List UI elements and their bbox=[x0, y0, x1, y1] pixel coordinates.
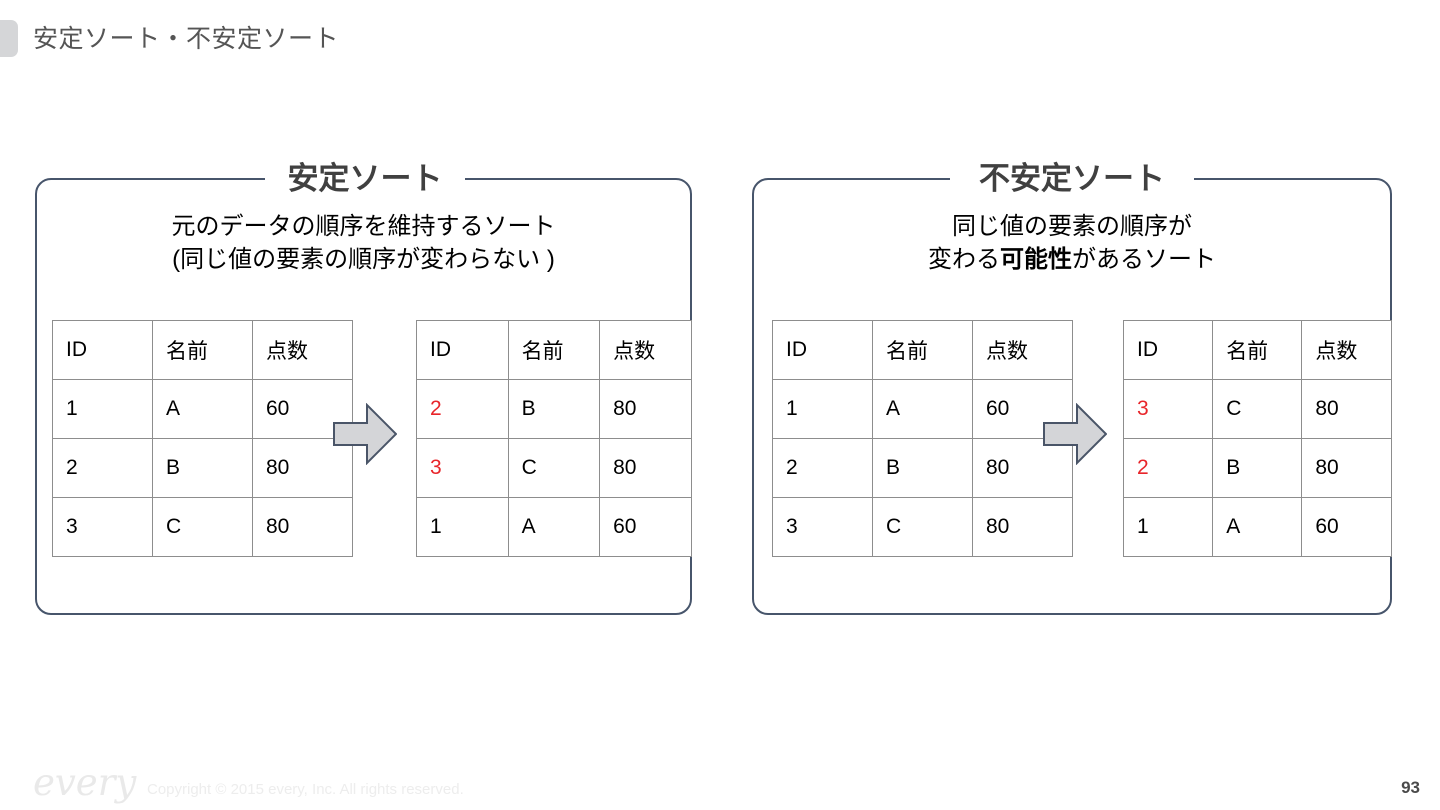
column-header-score: 点数 bbox=[599, 320, 692, 380]
cell-score: 80 bbox=[1301, 379, 1392, 439]
table-row: 2 B 80 bbox=[1122, 438, 1392, 498]
cell-name: C bbox=[152, 497, 253, 557]
slide-header: 安定ソート・不安定ソート bbox=[0, 0, 1440, 78]
panel-unstable-sort-description: 同じ値の要素の順序が 変わる可能性があるソート bbox=[752, 210, 1392, 276]
table-row: 2 B 80 bbox=[52, 438, 353, 498]
panel-stable-desc-line-2: (同じ値の要素の順序が変わらない ) bbox=[172, 246, 555, 273]
table-row: 1 A 60 bbox=[52, 379, 353, 439]
cell-id: 1 bbox=[52, 379, 153, 439]
cell-id: 2 bbox=[772, 438, 873, 498]
unstable-before-table: ID 名前 点数 1 A 60 2 B 80 3 C 80 bbox=[772, 320, 1073, 557]
cell-id: 1 bbox=[1122, 497, 1214, 557]
panel-stable-desc-line-1: 元のデータの順序を維持するソート bbox=[171, 213, 556, 240]
table-header-row: ID 名前 点数 bbox=[416, 320, 692, 380]
cell-id: 3 bbox=[1122, 379, 1214, 439]
cell-name: B bbox=[152, 438, 253, 498]
page-number: 93 bbox=[1401, 778, 1420, 797]
cell-name: B bbox=[872, 438, 973, 498]
column-header-name: 名前 bbox=[152, 320, 253, 380]
cell-score: 80 bbox=[252, 438, 353, 498]
panel-stable-sort: 安定ソート 元のデータの順序を維持するソート (同じ値の要素の順序が変わらない … bbox=[35, 160, 692, 615]
cell-id: 2 bbox=[52, 438, 153, 498]
panel-unstable-title-gap bbox=[950, 170, 1194, 188]
cell-name: A bbox=[507, 497, 601, 557]
column-header-name: 名前 bbox=[507, 320, 601, 380]
panel-stable-sort-title: 安定ソート bbox=[287, 161, 443, 196]
table-row: 2 B 80 bbox=[772, 438, 1073, 498]
column-header-id: ID bbox=[1122, 320, 1214, 380]
page-title: 安定ソート・不安定ソート bbox=[33, 25, 340, 53]
table-row: 3 C 80 bbox=[772, 497, 1073, 557]
cell-name: A bbox=[152, 379, 253, 439]
cell-name: A bbox=[872, 379, 973, 439]
right-arrow-icon bbox=[333, 402, 398, 466]
cell-score: 80 bbox=[972, 497, 1073, 557]
cell-score: 60 bbox=[1301, 497, 1392, 557]
panel-unstable-desc-line-1: 同じ値の要素の順序が bbox=[952, 213, 1192, 240]
cell-id: 1 bbox=[772, 379, 873, 439]
table-row: 2 B 80 bbox=[416, 379, 692, 439]
column-header-id: ID bbox=[772, 320, 873, 380]
cell-name: C bbox=[1212, 379, 1303, 439]
every-logo: every bbox=[33, 761, 137, 804]
unstable-after-table: ID 名前 点数 3 C 80 2 B 80 1 A 60 bbox=[1122, 320, 1392, 557]
table-row: 1 A 60 bbox=[1122, 497, 1392, 557]
copyright-text: Copyright © 2015 every, Inc. All rights … bbox=[147, 781, 464, 798]
stable-before-table: ID 名前 点数 1 A 60 2 B 80 3 C 80 bbox=[52, 320, 353, 557]
table-header-row: ID 名前 点数 bbox=[52, 320, 353, 380]
column-header-score: 点数 bbox=[972, 320, 1073, 380]
cell-id: 3 bbox=[416, 438, 509, 498]
desc-fragment-c: があるソート bbox=[1072, 246, 1216, 273]
table-row: 1 A 60 bbox=[416, 497, 692, 557]
desc-fragment-emphasis: 可能性 bbox=[1000, 246, 1072, 273]
column-header-score: 点数 bbox=[1301, 320, 1392, 380]
column-header-id: ID bbox=[52, 320, 153, 380]
panel-stable-title-gap bbox=[265, 170, 465, 188]
table-header-row: ID 名前 点数 bbox=[772, 320, 1073, 380]
cell-id: 1 bbox=[416, 497, 509, 557]
table-row: 3 C 80 bbox=[1122, 379, 1392, 439]
cell-id: 2 bbox=[416, 379, 509, 439]
cell-id: 3 bbox=[52, 497, 153, 557]
cell-score: 80 bbox=[1301, 438, 1392, 498]
desc-fragment-a: 変わる bbox=[928, 246, 1000, 273]
column-header-name: 名前 bbox=[872, 320, 973, 380]
cell-score: 60 bbox=[599, 497, 692, 557]
column-header-id: ID bbox=[416, 320, 509, 380]
column-header-name: 名前 bbox=[1212, 320, 1303, 380]
cell-name: B bbox=[1212, 438, 1303, 498]
table-row: 3 C 80 bbox=[52, 497, 353, 557]
cell-name: A bbox=[1212, 497, 1303, 557]
cell-name: C bbox=[507, 438, 601, 498]
cell-score: 80 bbox=[599, 379, 692, 439]
panel-stable-sort-description: 元のデータの順序を維持するソート (同じ値の要素の順序が変わらない ) bbox=[35, 210, 692, 276]
cell-score: 80 bbox=[599, 438, 692, 498]
panel-unstable-desc-line-2: 変わる可能性があるソート bbox=[752, 243, 1392, 276]
column-header-score: 点数 bbox=[252, 320, 353, 380]
cell-score: 80 bbox=[252, 497, 353, 557]
panel-unstable-sort: 不安定ソート 同じ値の要素の順序が 変わる可能性があるソート ID 名前 点数 … bbox=[752, 160, 1392, 615]
table-header-row: ID 名前 点数 bbox=[1122, 320, 1392, 380]
header-accent-bar bbox=[0, 20, 18, 57]
table-row: 1 A 60 bbox=[772, 379, 1073, 439]
right-arrow-icon bbox=[1043, 402, 1108, 466]
cell-name: B bbox=[507, 379, 601, 439]
cell-id: 3 bbox=[772, 497, 873, 557]
cell-id: 2 bbox=[1122, 438, 1214, 498]
cell-score: 80 bbox=[972, 438, 1073, 498]
cell-name: C bbox=[872, 497, 973, 557]
panel-unstable-sort-title: 不安定ソート bbox=[979, 161, 1165, 196]
slide-footer: every Copyright © 2015 every, Inc. All r… bbox=[0, 760, 1440, 810]
cell-score: 60 bbox=[972, 379, 1073, 439]
stable-after-table: ID 名前 点数 2 B 80 3 C 80 1 A 60 bbox=[416, 320, 692, 557]
table-row: 3 C 80 bbox=[416, 438, 692, 498]
